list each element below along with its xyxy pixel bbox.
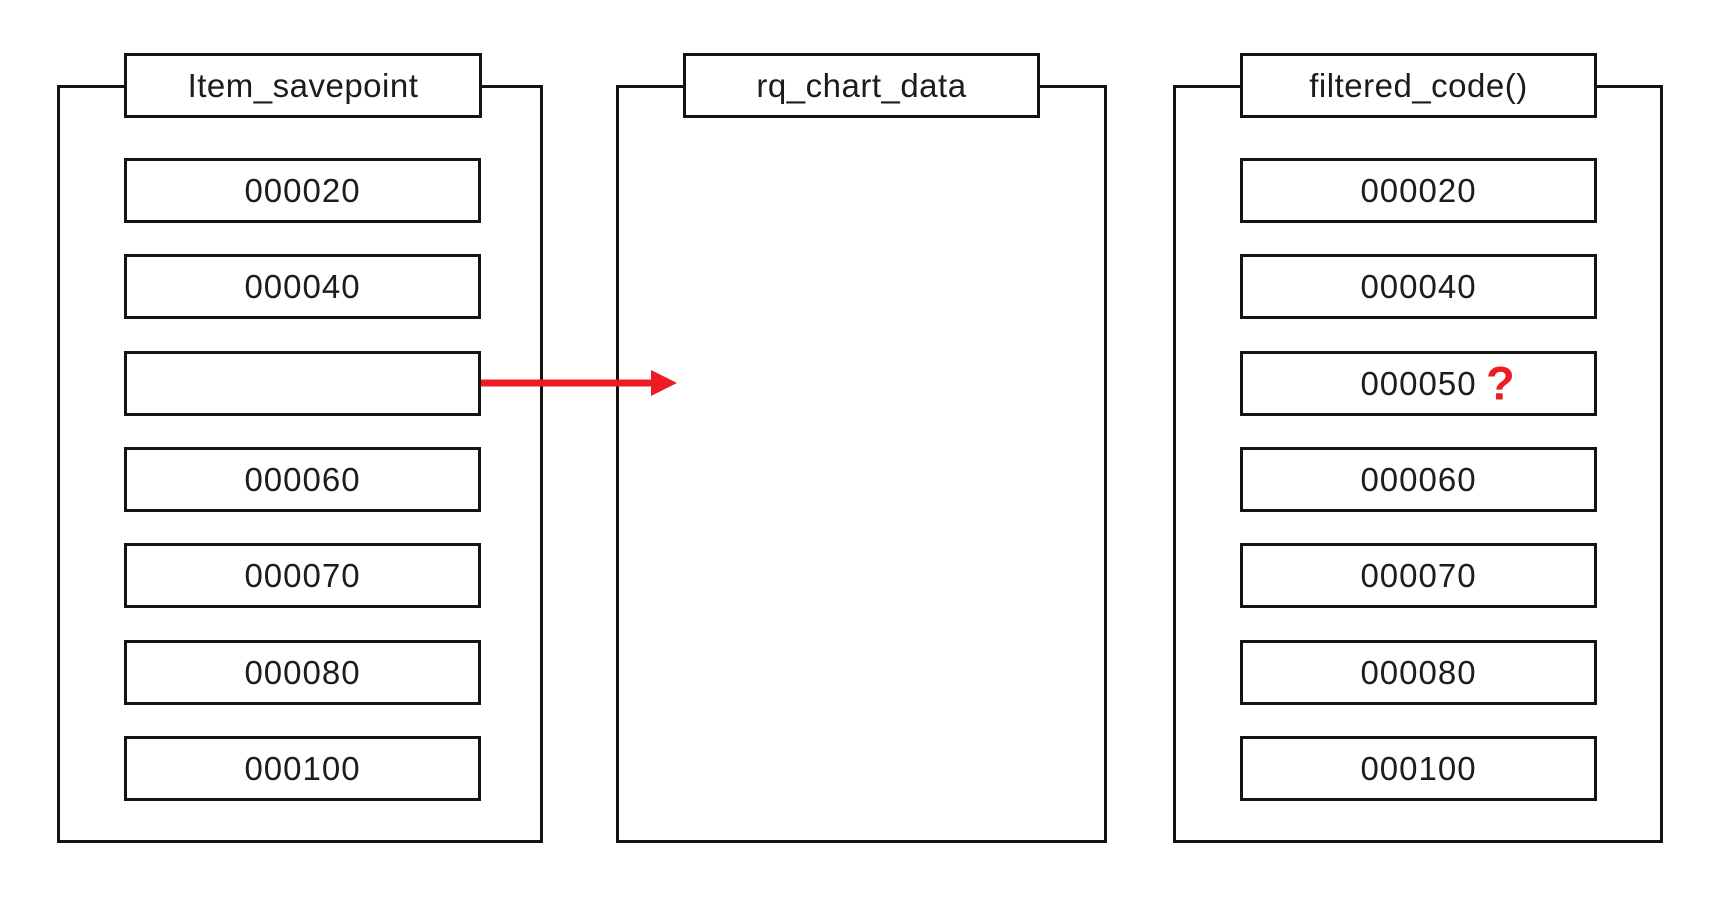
cell-value: 000040	[244, 267, 361, 305]
cell-value: 000020	[1360, 171, 1477, 209]
cell-value: 000020	[244, 171, 361, 209]
filtered-code-cell-3: 000060	[1240, 447, 1597, 512]
cell-value: 000060	[1360, 460, 1477, 498]
filtered-code-cell-0: 000020	[1240, 158, 1597, 223]
rq-chart-data-container-outline	[616, 85, 1107, 843]
item-savepoint-cell-1: 000040	[124, 254, 481, 319]
filtered-code-cell-1: 000040	[1240, 254, 1597, 319]
filtered-code-title-box: filtered_code()	[1240, 53, 1597, 118]
cell-value: 000100	[1360, 749, 1477, 787]
item-savepoint-title-box: Item_savepoint	[124, 53, 482, 118]
item-savepoint-cell-5: 000080	[124, 640, 481, 705]
rq-chart-data-title-box: rq_chart_data	[683, 53, 1040, 118]
item-savepoint-title-label: Item_savepoint	[187, 66, 419, 104]
rq-chart-data-title-label: rq_chart_data	[756, 66, 967, 104]
cell-value: 000070	[244, 556, 361, 594]
filtered-code-cell-4: 000070	[1240, 543, 1597, 608]
cell-value: 000060	[244, 460, 361, 498]
cell-value: 000080	[1360, 653, 1477, 691]
filtered-code-cell-2-questioned: 000050 ?	[1240, 351, 1597, 416]
item-savepoint-cell-3: 000060	[124, 447, 481, 512]
filtered-code-cell-6: 000100	[1240, 736, 1597, 801]
red-question-mark: ?	[1486, 356, 1516, 410]
cell-value: 000070	[1360, 556, 1477, 594]
item-savepoint-cell-4: 000070	[124, 543, 481, 608]
item-savepoint-cell-0: 000020	[124, 158, 481, 223]
cell-value: 000050	[1360, 364, 1477, 402]
red-arrow	[481, 370, 677, 396]
cell-value: 000040	[1360, 267, 1477, 305]
filtered-code-title-label: filtered_code()	[1309, 66, 1528, 104]
filtered-code-cell-5: 000080	[1240, 640, 1597, 705]
item-savepoint-cell-6: 000100	[124, 736, 481, 801]
item-savepoint-cell-2-empty	[124, 351, 481, 416]
cell-value: 000100	[244, 749, 361, 787]
cell-value: 000080	[244, 653, 361, 691]
